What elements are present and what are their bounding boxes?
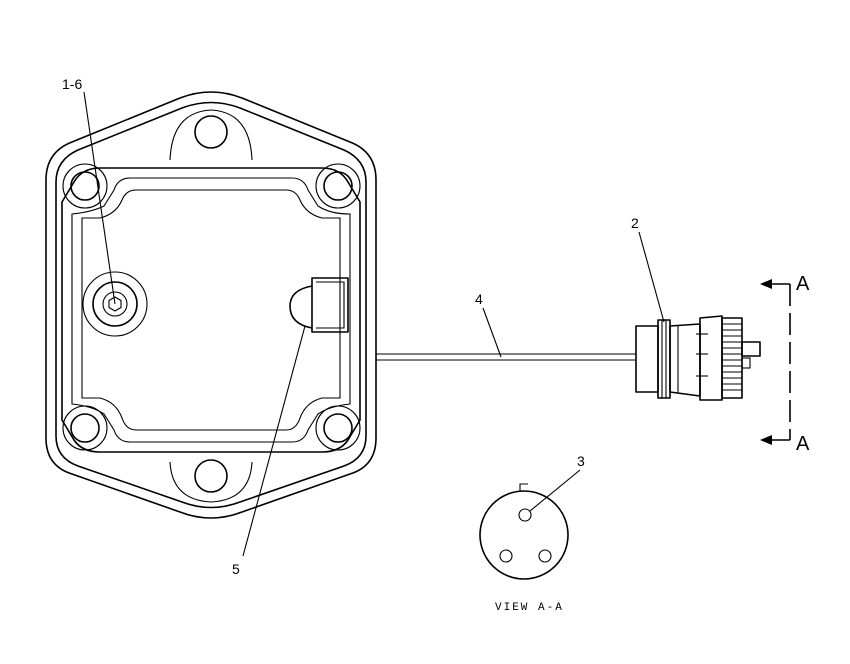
cavity-outline xyxy=(81,189,341,431)
section-label-top: A xyxy=(796,273,810,295)
corner-bolt-top-right xyxy=(315,163,361,209)
leader-4 xyxy=(482,307,502,358)
leaders xyxy=(83,91,665,557)
callout-labels: 1-6 2 3 4 5 xyxy=(62,76,639,577)
section-label-bottom: A xyxy=(796,433,810,455)
view-caption: VIEW A-A xyxy=(495,602,564,614)
leader-3 xyxy=(529,469,581,512)
callout-5: 5 xyxy=(232,561,240,577)
callout-1-6: 1-6 xyxy=(62,76,82,92)
housing-outer-outline xyxy=(45,91,377,519)
leader-2 xyxy=(638,231,665,323)
housing-inner-outline xyxy=(55,101,367,509)
sensor-element xyxy=(289,277,349,333)
connector-knurl xyxy=(722,323,742,391)
callout-3: 3 xyxy=(577,453,585,469)
plate-inner-outline xyxy=(71,177,351,443)
bottom-ear xyxy=(169,459,253,503)
connector xyxy=(635,315,761,401)
corner-bolt-top-left xyxy=(62,163,108,209)
top-ear xyxy=(169,109,253,161)
plate-outline xyxy=(61,167,361,453)
corner-bolt-bottom-left xyxy=(62,405,108,451)
callout-4: 4 xyxy=(475,291,483,307)
view-a-a: VIEW A-A xyxy=(479,483,569,614)
corner-bolt-bottom-right xyxy=(315,405,361,451)
center-screw xyxy=(82,271,148,337)
leader-1-6 xyxy=(83,91,116,305)
housing xyxy=(45,91,377,519)
section-line-a-a: A A xyxy=(760,273,810,455)
leader-5 xyxy=(242,325,306,557)
callout-2: 2 xyxy=(631,215,639,231)
harness-wire xyxy=(376,353,636,361)
